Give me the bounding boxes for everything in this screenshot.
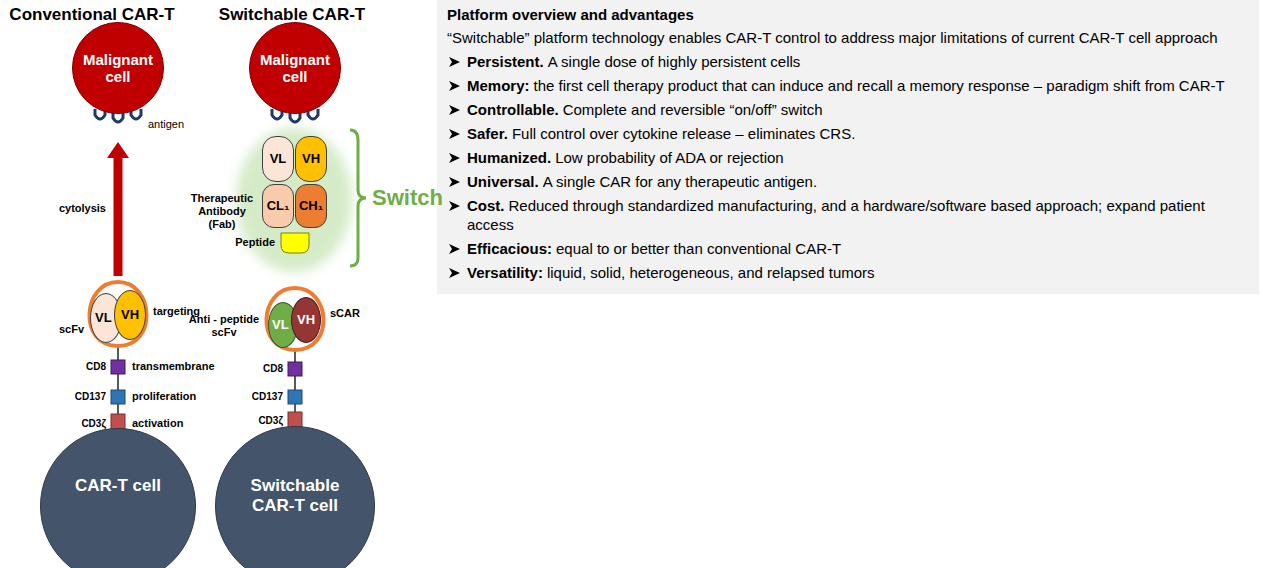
bullet-text: Reduced through standardized manufacturi…: [467, 197, 1205, 233]
bullet-text: Low probability of ADA or rejection: [555, 149, 783, 166]
variable-heavy-domain: VH: [114, 290, 146, 340]
node-text: CAR-T cell: [75, 476, 161, 496]
linker-loop: [89, 282, 323, 350]
part-label: proliferation: [132, 390, 196, 403]
cell-circle: Switchable CAR-T cell: [215, 426, 375, 568]
bullet-keyword: Persistent.: [467, 53, 544, 70]
bullet-row: Safer.Full control over cytokine release…: [447, 124, 1247, 143]
node-text: VL: [272, 318, 289, 333]
node-text: VL: [95, 311, 112, 326]
bullet-text: Complete and reversible “on/off” switch: [563, 101, 823, 118]
switch-bracket: [350, 130, 366, 266]
cell-circle: Malignant cell: [249, 22, 341, 114]
node-text: VL: [270, 152, 287, 167]
bullet-text: A single dose of highly persistent cells: [548, 53, 801, 70]
node-text: Switchable CAR-T cell: [235, 476, 355, 515]
constant-light-domain: CL₁: [262, 184, 294, 228]
node-text: VH: [297, 313, 315, 328]
part-label: Anti - peptide scFv: [183, 313, 265, 339]
peptide-tag: [281, 233, 309, 253]
bullet-arrow: [449, 267, 461, 279]
bullet-keyword: Safer.: [467, 125, 508, 142]
part-label: transmembrane: [132, 360, 215, 373]
node-text: Malignant cell: [253, 51, 337, 86]
bullet-keyword: Versatility:: [467, 264, 543, 281]
part-label: Switch: [372, 185, 443, 211]
part-label: CD3ζ: [258, 415, 283, 427]
bullet-keyword: Humanized.: [467, 149, 551, 166]
part-label: Conventional CAR-T: [9, 5, 174, 25]
part-label: sCAR: [330, 307, 360, 320]
bullet-row: Universal.A single CAR for any therapeut…: [447, 172, 1247, 191]
part-label: scFv: [59, 323, 84, 336]
switch-glow: [236, 128, 352, 272]
bullet-row: Efficacious:equal to or better than conv…: [447, 239, 1247, 258]
bullet-row: Persistent.A single dose of highly persi…: [447, 52, 1247, 71]
variable-heavy-domain: VH: [291, 297, 321, 343]
node-text: VH: [302, 152, 320, 167]
part-label: CD137: [75, 391, 106, 403]
variable-heavy-domain: VH: [295, 136, 327, 182]
bullet-keyword: Cost.: [467, 197, 505, 214]
bullet-text: equal to or better than conventional CAR…: [556, 240, 841, 257]
bullet-arrow: [449, 56, 461, 68]
node-text: CL₁: [267, 199, 290, 214]
bullet-row: Controllable.Complete and reversible “on…: [447, 100, 1247, 119]
bullet-text: A single CAR for any therapeutic antigen…: [543, 173, 817, 190]
part-label: Switchable CAR-T: [219, 5, 365, 25]
part-label: Therapeutic Antibody (Fab): [184, 192, 260, 232]
cell-circle: Malignant cell: [72, 22, 164, 114]
bullet-text: Full control over cytokine release – eli…: [512, 125, 855, 142]
part-label: Peptide: [235, 236, 275, 249]
bullet-arrow: [449, 176, 461, 188]
overview-panel: Platform overview and advantages “Switcha…: [437, 0, 1259, 294]
part-label: activation: [132, 417, 183, 430]
domain-squares: [111, 360, 302, 434]
part-label: CD8: [86, 361, 106, 373]
panel-intro: “Switchable” platform technology enables…: [447, 28, 1247, 47]
bullet-arrow: [449, 152, 461, 164]
bullet-arrow: [449, 200, 461, 212]
constant-heavy-domain: CH₁: [295, 184, 327, 228]
bullet-arrow: [449, 243, 461, 255]
bullet-arrow: [449, 104, 461, 116]
bullet-row: Cost.Reduced through standardized manufa…: [447, 196, 1247, 234]
part-label: CD137: [252, 391, 283, 403]
node-text: CH₁: [299, 199, 323, 214]
node-text: VH: [121, 308, 139, 323]
bullet-row: Memory:the first cell therapy product th…: [447, 76, 1247, 95]
edge-label: cytolysis: [59, 202, 106, 215]
bullet-keyword: Efficacious:: [467, 240, 552, 257]
part-label: CD3ζ: [81, 418, 106, 430]
bullet-keyword: Controllable.: [467, 101, 559, 118]
bullet-arrow: [449, 80, 461, 92]
bullet-keyword: Universal.: [467, 173, 539, 190]
bullet-row: Versatility:liquid, solid, heterogeneous…: [447, 263, 1247, 282]
part-label: CD8: [263, 363, 283, 375]
bullet-row: Humanized.Low probability of ADA or reje…: [447, 148, 1247, 167]
part-label: antigen: [148, 118, 184, 131]
bullet-text: the first cell therapy product that can …: [534, 77, 1225, 94]
panel-heading: Platform overview and advantages: [447, 4, 1247, 26]
cytolysis-arrow: [114, 157, 123, 276]
bullet-keyword: Memory:: [467, 77, 530, 94]
bullet-text: liquid, solid, heterogeneous, and relaps…: [547, 264, 875, 281]
variable-light-domain: VL: [262, 136, 294, 182]
cell-circle: CAR-T cell: [40, 428, 196, 568]
car-stem: [118, 346, 295, 430]
bullet-arrow: [449, 128, 461, 140]
node-text: Malignant cell: [76, 51, 160, 86]
